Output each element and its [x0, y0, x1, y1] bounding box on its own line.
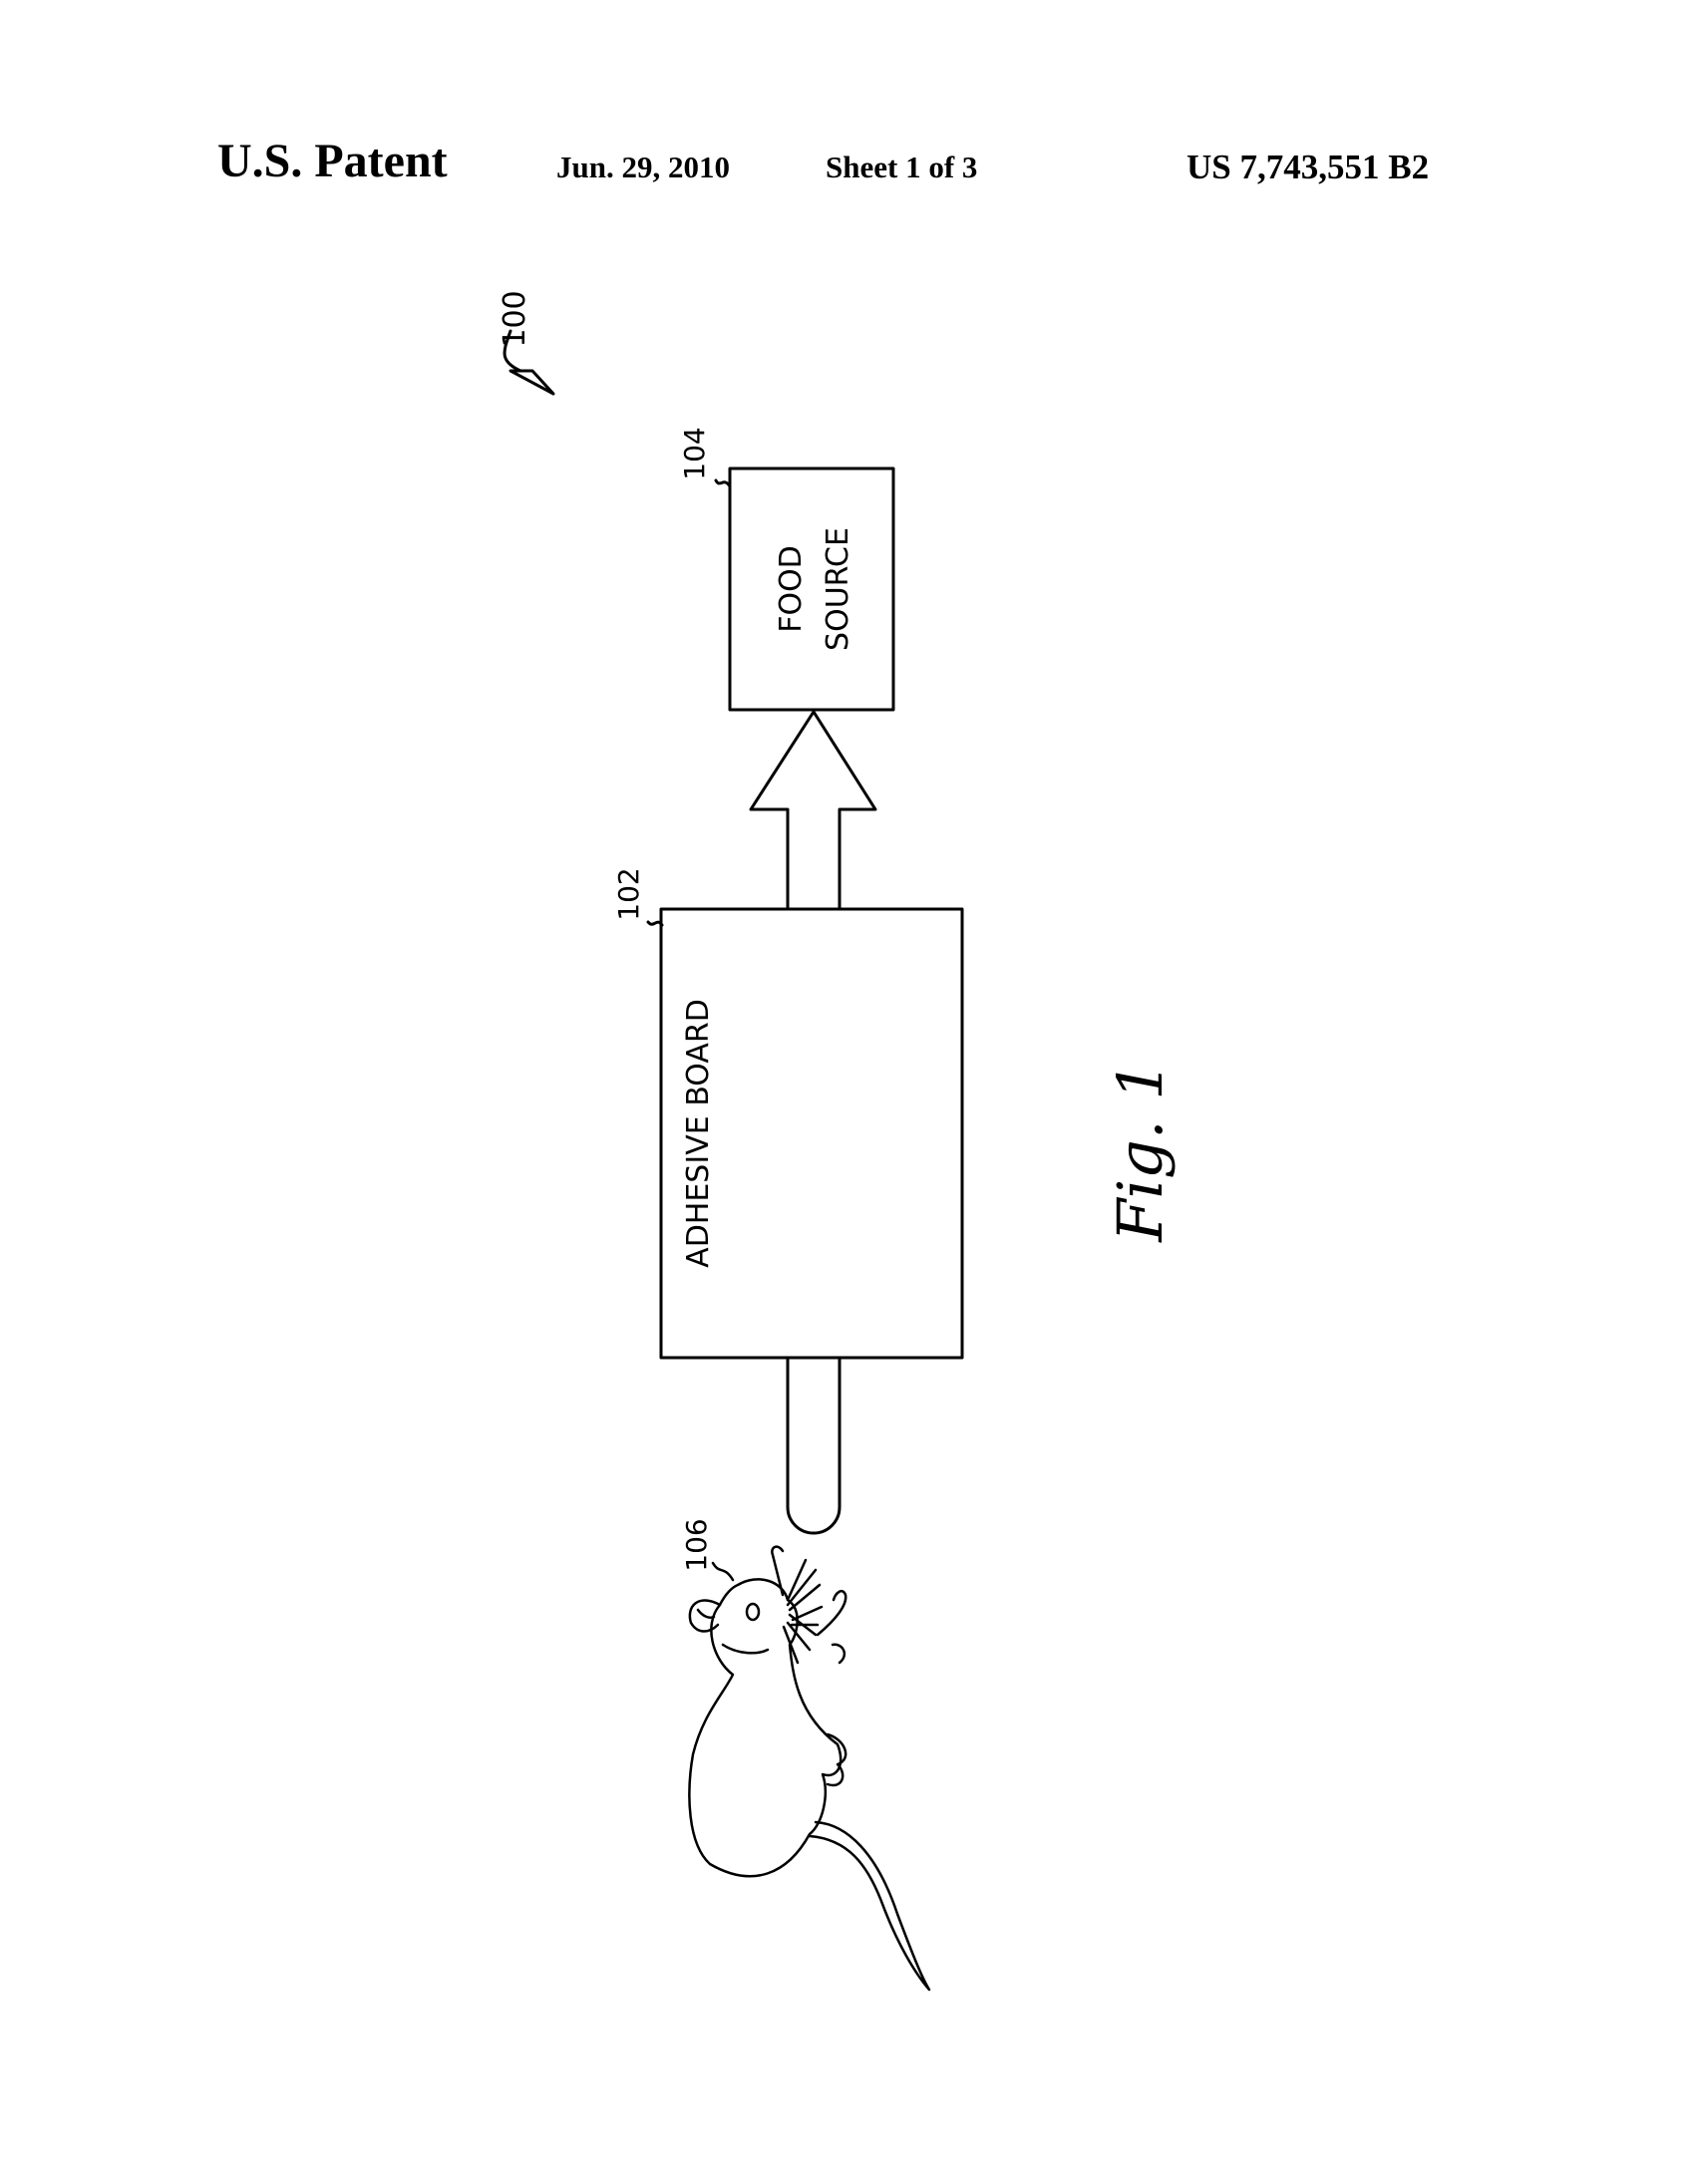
food-source-label-line2: SOURCE — [821, 527, 855, 651]
food-source-ref: 104 — [678, 427, 711, 479]
patent-number: US 7,743,551 B2 — [1186, 148, 1430, 186]
rodent-front-paw — [816, 1589, 848, 1665]
rodent-eye — [745, 1602, 761, 1622]
system-leader-arrow — [503, 329, 555, 396]
rodent-whiskers — [771, 1545, 824, 1665]
lower-channel — [786, 1356, 842, 1535]
system-reference: 100 — [498, 290, 555, 396]
patent-date: Jun. 29, 2010 — [556, 150, 730, 184]
rodent-ref: 106 — [680, 1518, 713, 1571]
adhesive-board-label: ADHESIVE BOARD — [681, 999, 716, 1268]
rodent-ear — [688, 1599, 722, 1633]
rodent-hind-foot — [826, 1732, 848, 1787]
rodent-drawing: 106 — [680, 1518, 931, 1992]
adhesive-board-box — [659, 907, 964, 1360]
arrow-to-food-source — [749, 710, 877, 911]
food-source-leader — [714, 478, 732, 488]
sheet-number: Sheet 1 of 3 — [826, 150, 978, 184]
food-source-label-line1: FOOD — [774, 545, 809, 633]
figure-caption: Fig. 1 — [1104, 1061, 1177, 1242]
rodent-leader — [711, 1561, 735, 1582]
rodent-tail — [808, 1820, 931, 1992]
adhesive-board-leader — [646, 920, 664, 927]
patent-title: U.S. Patent — [217, 135, 448, 187]
system-ref-label: 100 — [498, 290, 532, 347]
adhesive-board-ref: 102 — [612, 867, 645, 920]
food-source-box — [728, 467, 895, 712]
rodent-body — [688, 1578, 843, 1878]
